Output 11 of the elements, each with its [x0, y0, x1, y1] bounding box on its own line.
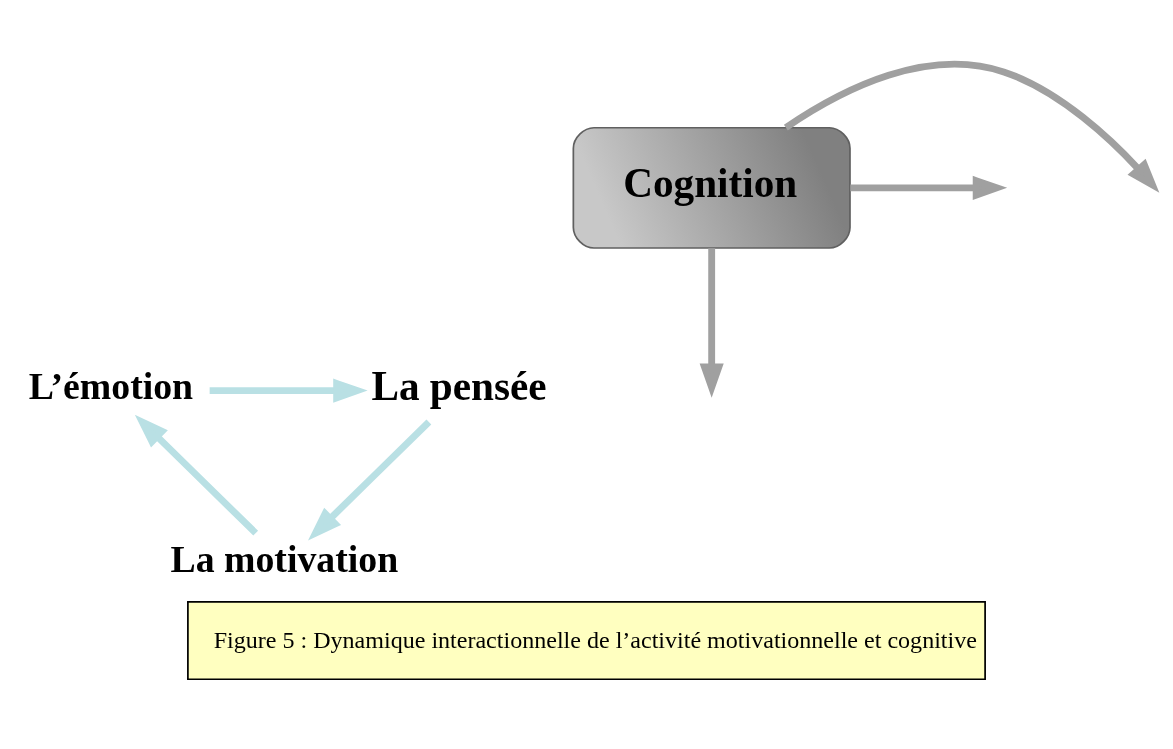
node-text: La pensée [371, 362, 547, 409]
arrow [850, 175, 1008, 200]
arrow [134, 414, 259, 536]
node-box: Cognition [572, 126, 851, 249]
node-text: La motivation [170, 537, 399, 580]
node-text: L’émotion [28, 364, 194, 407]
arrow [308, 419, 432, 540]
arrow [699, 247, 724, 398]
arrow [209, 378, 368, 403]
arrow [783, 60, 1160, 193]
caption: Figure 5 : Dynamique interactionnelle de l’activité motivationnelle et cognitive [213, 626, 977, 653]
